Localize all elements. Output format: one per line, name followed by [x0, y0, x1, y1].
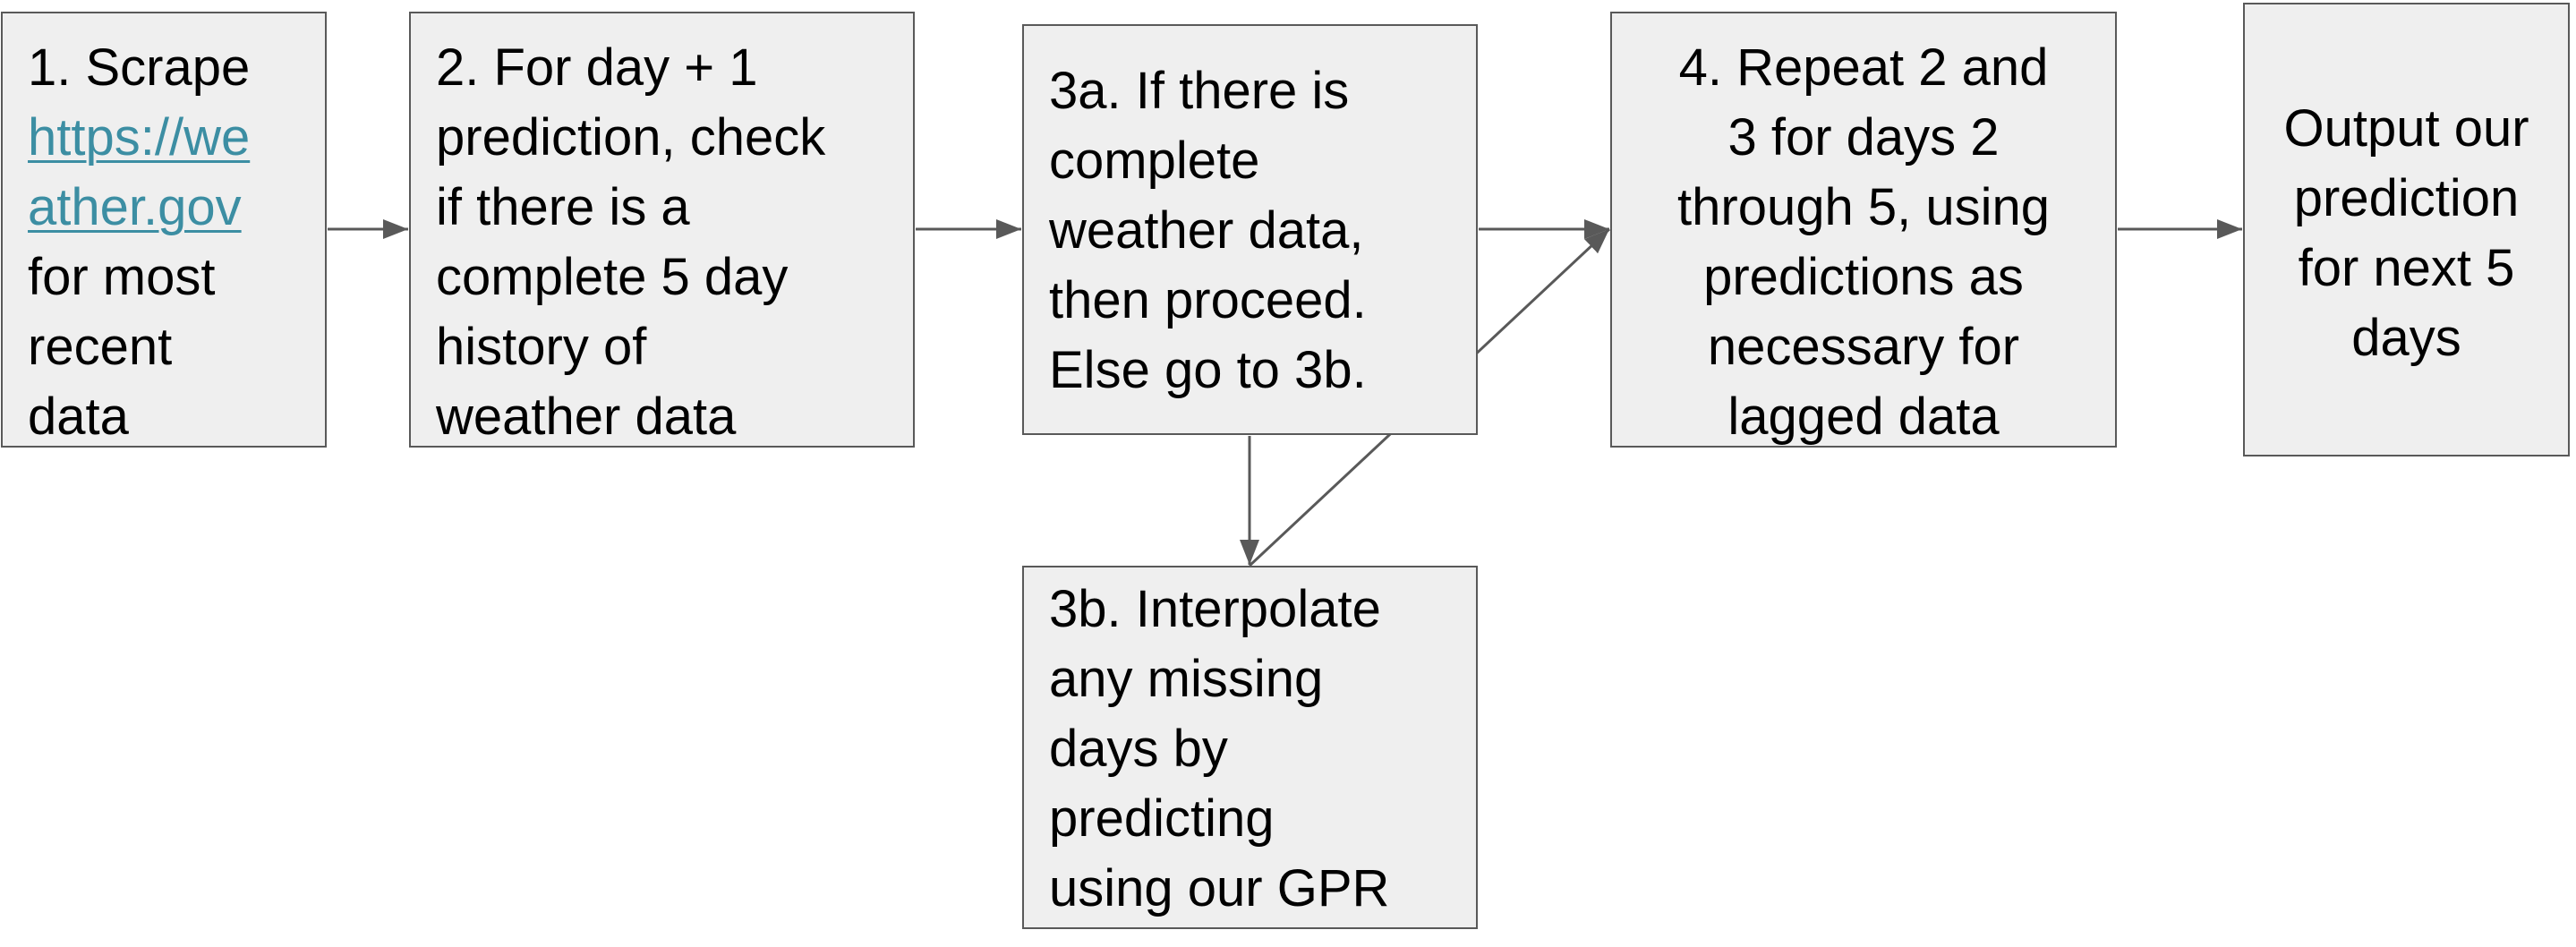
step-3a-line-4: then proceed.	[1049, 271, 1367, 329]
step-4-line-1: 4. Repeat 2 and	[1678, 38, 2049, 97]
weather-gov-link-part-1[interactable]: https://we	[28, 103, 300, 173]
step-3a-line-3: weather data,	[1049, 201, 1364, 260]
step-4-line-3: through 5, using	[1677, 178, 2050, 236]
step-3a-decision-box: 3a. If there is complete weather data, t…	[1022, 24, 1478, 435]
step-4-line-2: 3 for days 2	[1727, 108, 2000, 166]
weather-gov-link-continued[interactable]: ather.gov	[28, 178, 242, 236]
output-line-1: Output our	[2283, 99, 2529, 158]
output-line-4: days	[2351, 309, 2461, 367]
weather-gov-link[interactable]: https://we	[28, 108, 251, 166]
step-3b-line-3: days by	[1049, 720, 1228, 778]
step-1-line-1: 1. Scrape	[28, 38, 251, 97]
step-3b-line-4: predicting	[1049, 789, 1275, 848]
step-4-line-5: necessary for	[1707, 318, 2020, 376]
step-4-line-6: lagged data	[1727, 388, 2000, 446]
step-4-repeat-box: 4. Repeat 2 and 3 for days 2 through 5, …	[1610, 12, 2117, 448]
step-2-line-4: complete 5 day	[436, 248, 789, 306]
output-prediction-box: Output our prediction for next 5 days	[2243, 3, 2570, 456]
step-3a-line-2: complete	[1049, 132, 1260, 190]
step-2-line-1: 2. For day + 1	[436, 38, 758, 97]
step-3a-line-1: 3a. If there is	[1049, 62, 1350, 120]
step-2-line-3: if there is a	[436, 178, 690, 236]
step-3b-line-5: using our GPR	[1049, 859, 1390, 917]
step-3a-line-5: Else go to 3b.	[1049, 341, 1367, 399]
output-line-2: prediction	[2293, 169, 2520, 227]
step-1-line-4: for most	[28, 248, 216, 306]
step-1-line-5: recent	[28, 318, 173, 376]
step-2-line-6: weather data	[436, 388, 737, 446]
step-3b-line-1: 3b. Interpolate	[1049, 580, 1381, 638]
step-3b-interpolate-box: 3b. Interpolate any missing days by pred…	[1022, 566, 1478, 929]
output-line-3: for next 5	[2298, 239, 2515, 297]
step-2-check-history-box: 2. For day + 1 prediction, check if ther…	[409, 12, 915, 448]
weather-gov-link-part-2[interactable]: ather.gov	[28, 173, 300, 243]
step-4-line-4: predictions as	[1703, 248, 2024, 306]
step-1-scrape-box: 1. Scrape https://we ather.gov for most …	[1, 12, 327, 448]
step-2-line-5: history of	[436, 318, 647, 376]
step-2-line-2: prediction, check	[436, 108, 826, 166]
step-1-line-6: data	[28, 388, 129, 446]
step-3b-line-2: any missing	[1049, 650, 1324, 708]
